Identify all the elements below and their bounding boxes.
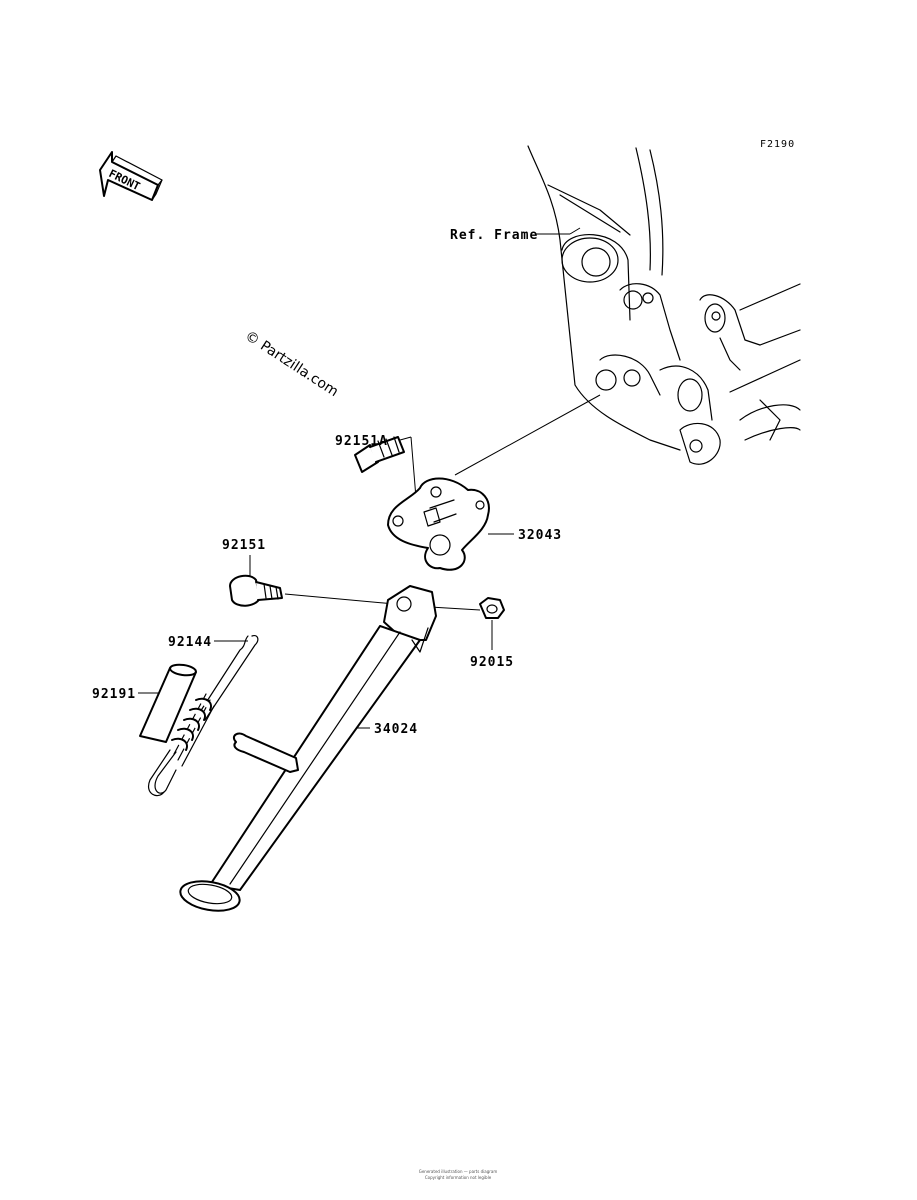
callout-92015: 92015: [470, 655, 514, 670]
bolt-92151: [229, 574, 283, 607]
sleeve-92191: [139, 663, 197, 743]
callout-92144: 92144: [168, 635, 212, 650]
frame-illustration: [527, 145, 801, 465]
bracket-32043: [387, 477, 490, 571]
footer-line-1: Generated illustration — parts diagram: [419, 1169, 498, 1174]
callout-ref-frame: Ref. Frame: [450, 228, 538, 243]
bolt-92151a: [354, 436, 405, 473]
side-stand-34024: [179, 585, 437, 912]
leader-lines: [138, 227, 601, 729]
nut-92015: [479, 597, 505, 619]
callout-92151: 92151: [222, 538, 266, 553]
watermark: © Partzilla.com: [242, 328, 341, 400]
callout-92191: 92191: [92, 687, 136, 702]
front-direction-arrow-icon: FRONT: [99, 151, 163, 201]
callout-32043: 32043: [518, 528, 562, 543]
figure-code: F2190: [760, 139, 795, 150]
spring-92144: [148, 635, 259, 797]
callout-34024: 34024: [374, 722, 418, 737]
footer-line-2: Copyright information not legible: [425, 1175, 492, 1180]
callout-92151a: 92151A: [335, 434, 388, 449]
